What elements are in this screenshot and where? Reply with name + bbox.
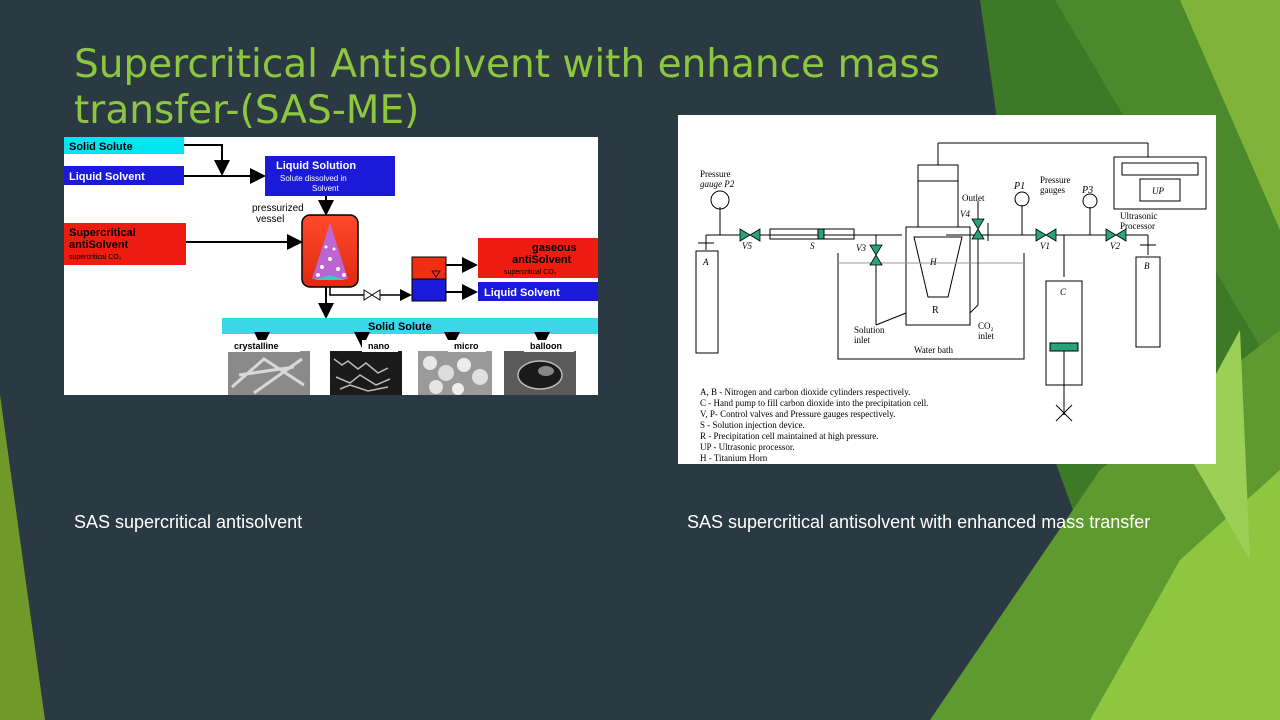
sc-label-3: supercritical CO₂: [69, 254, 122, 261]
supercritical-antisolvent-box: [64, 223, 186, 265]
crystalline-image: [228, 351, 310, 395]
legend-line: UP - Ultrasonic processor.: [700, 442, 795, 452]
titanium-horn: [913, 236, 963, 298]
liquid-solution-sub2: Solvent: [312, 184, 339, 193]
label-co2-inlet-2: inlet: [978, 331, 994, 341]
label-pressure-p2: Pressure: [700, 169, 731, 179]
label-solution-inlet-2: inlet: [854, 335, 870, 345]
cylinder-a: [695, 250, 719, 354]
label-v3: V3: [856, 243, 866, 253]
label-a: A: [702, 257, 709, 267]
label-ultrasonic: Ultrasonic: [1120, 211, 1158, 221]
pressurized-label-2: vessel: [256, 214, 284, 225]
label-up: UP: [1152, 186, 1164, 196]
gas-label-2: antiSolvent: [512, 254, 572, 266]
sas-em-apparatus-figure: Pressure gauge P2 Outlet V4 P1 Pressure …: [678, 115, 1216, 464]
legend-line: V, P- Control valves and Pressure gauges…: [700, 409, 895, 419]
label-co2-inlet-1: CO₂: [978, 321, 994, 331]
label-h: H: [929, 257, 937, 267]
valve-v5: [739, 228, 761, 242]
sc-label-1: Supercritical: [69, 227, 136, 239]
liquid-solution-box: [265, 156, 395, 196]
water-bath: [837, 253, 1025, 360]
solid-solute-bar: [222, 318, 598, 334]
solid-solute-box: [64, 137, 184, 154]
legend-line: A, B - Nitrogen and carbon dioxide cylin…: [700, 387, 910, 397]
solution-injection-device: [769, 228, 855, 240]
sas-process-diagram: Solid Solute Liquid Solvent Liquid Solut…: [64, 137, 598, 395]
label-pressure-gauges-b: gauges: [1040, 185, 1065, 195]
legend-line: H - Titanium Horn: [700, 453, 768, 463]
label-gauge-p2: gauge P2: [700, 179, 735, 189]
legend-line: C - Hand pump to fill carbon dioxide int…: [700, 398, 928, 408]
sas-process-figure: Solid Solute Liquid Solvent Liquid Solut…: [64, 137, 598, 395]
solid-solute-label: Solid Solute: [69, 141, 133, 153]
label-v4: V4: [960, 209, 970, 219]
vessel-top: [917, 164, 959, 228]
pressurized-label-1: pressurized: [252, 203, 304, 214]
label-solution-inlet-1: Solution: [854, 325, 885, 335]
liquid-solvent-label: Liquid Solvent: [69, 171, 145, 183]
liquid-solvent-out-box: [478, 282, 598, 301]
solid-solute-bar-label: Solid Solute: [368, 321, 432, 333]
label-p3: P3: [1081, 185, 1093, 196]
caption-right: SAS supercritical antisolvent with enhan…: [687, 512, 1151, 532]
label-outlet: Outlet: [962, 193, 985, 203]
morph-nano-label: nano: [368, 341, 390, 351]
apparatus-legend: A, B - Nitrogen and carbon dioxide cylin…: [700, 387, 928, 463]
label-v2: V2: [1110, 241, 1120, 251]
label-processor: Processor: [1120, 221, 1155, 231]
pressure-gauge-p2: [710, 190, 730, 210]
pressure-gauge-p3: [1082, 193, 1098, 209]
label-v5: V5: [742, 241, 752, 251]
valve-v1: [1035, 228, 1057, 242]
gas-label-3: supercritical CO₂: [504, 269, 557, 276]
sc-label-2: antiSolvent: [69, 239, 129, 251]
slide-title: Supercritical Antisolvent with enhance m…: [74, 42, 940, 133]
label-v1: V1: [1040, 241, 1050, 251]
liquid-solution-sub1: Solute dissolved in: [280, 174, 347, 183]
label-b: B: [1144, 261, 1150, 271]
gaseous-antisolvent-box: [478, 238, 598, 278]
label-pressure-gauges: Pressure: [1040, 175, 1071, 185]
cylinder-b: [1135, 256, 1161, 348]
pressure-gauge-p1: [1014, 191, 1030, 207]
valve-v3: [869, 244, 883, 266]
legend-line: S - Solution injection device.: [700, 420, 805, 430]
gas-label-1: gaseous: [532, 242, 577, 254]
valve-v2: [1105, 228, 1127, 242]
liquid-solvent-box: [64, 166, 184, 185]
precipitation-cell-r: [905, 226, 971, 326]
sas-em-apparatus-diagram: Pressure gauge P2 Outlet V4 P1 Pressure …: [695, 142, 1207, 463]
label-r: R: [932, 305, 939, 316]
label-p1: P1: [1013, 181, 1025, 192]
label-water-bath: Water bath: [914, 345, 954, 355]
caption-left: SAS supercritical antisolvent: [74, 512, 303, 532]
label-c: C: [1060, 287, 1067, 297]
separator-vessel: [411, 278, 447, 302]
liquid-solution-label: Liquid Solution: [276, 160, 356, 172]
legend-line: R - Precipitation cell maintained at hig…: [700, 431, 878, 441]
morph-balloon-label: balloon: [530, 341, 562, 351]
morph-micro-label: micro: [454, 341, 479, 351]
valve-v4: [971, 218, 985, 240]
morph-crystalline-label: crystalline: [234, 341, 279, 351]
ultrasonic-processor: [1113, 156, 1207, 210]
liquid-solvent-out-label: Liquid Solvent: [484, 287, 560, 299]
label-s: S: [810, 241, 815, 251]
